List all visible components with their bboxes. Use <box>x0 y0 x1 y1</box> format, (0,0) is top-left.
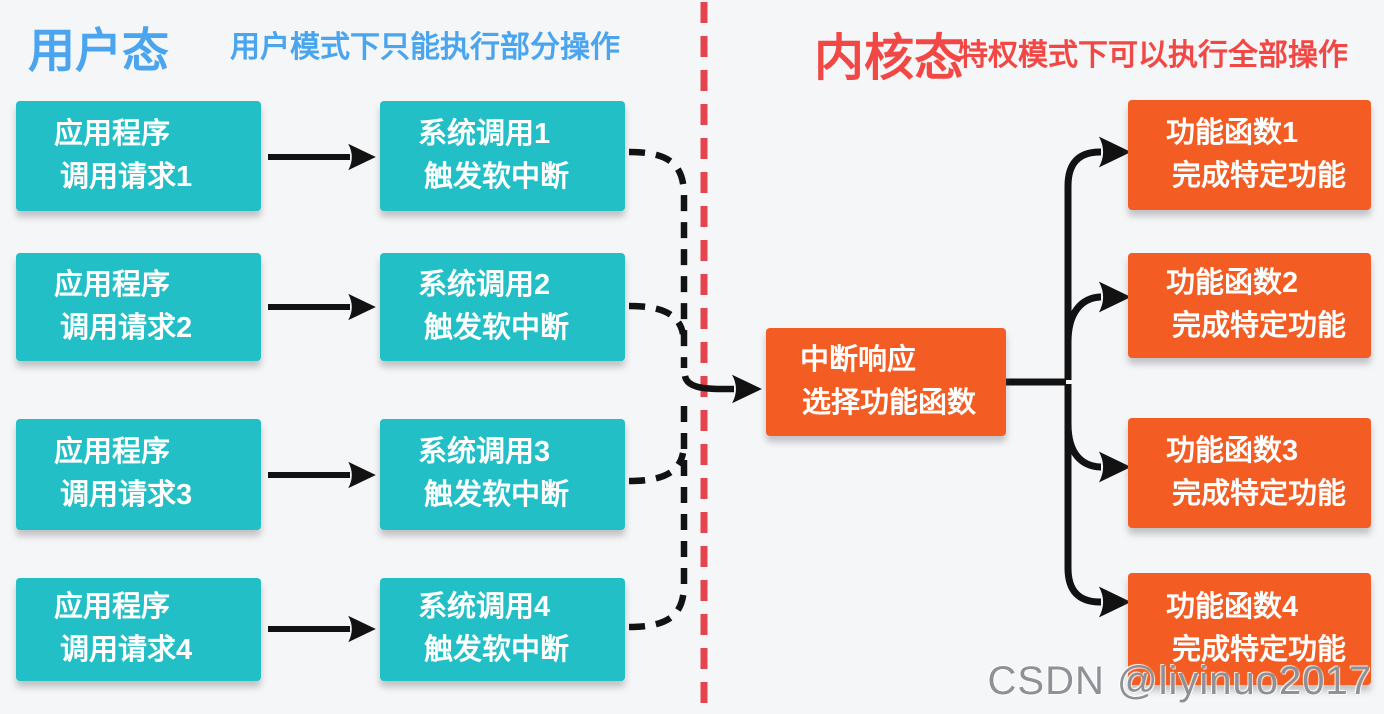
syscall-box-3-line1: 系统调用3 <box>418 436 551 469</box>
user-mode-title: 用户态 <box>28 24 169 77</box>
app-box-3-line1: 应用程序 <box>54 436 171 469</box>
interrupt-response-box: 中断响应 选择功能函数 <box>766 328 1006 436</box>
syscall-box-2-line2: 触发软中断 <box>424 311 570 344</box>
user-mode-subtitle: 用户模式下只能执行部分操作 <box>230 31 620 64</box>
function-box-3-line1: 功能函数3 <box>1166 434 1299 467</box>
function-box-1-line1: 功能函数1 <box>1166 116 1299 149</box>
kernel-mode-subtitle: 特权模式下可以执行全部操作 <box>958 39 1348 72</box>
function-box-3: 功能函数3 完成特定功能 <box>1128 418 1371 528</box>
function-box-4: 功能函数4 完成特定功能 <box>1128 573 1371 685</box>
syscall-box-4: 系统调用4 触发软中断 <box>380 578 625 681</box>
app-box-2: 应用程序 调用请求2 <box>16 253 261 361</box>
app-to-syscall-arrows <box>268 143 376 643</box>
function-box-4-line1: 功能函数4 <box>1166 590 1299 623</box>
app-box-4-line1: 应用程序 <box>54 591 171 624</box>
syscall-box-4-line2: 触发软中断 <box>424 634 570 666</box>
converge-to-interrupt-arrow <box>681 374 762 404</box>
app-box-1-line2: 调用请求1 <box>60 160 193 193</box>
syscall-box-1-line1: 系统调用1 <box>418 117 551 150</box>
syscall-box-2: 系统调用2 触发软中断 <box>380 253 625 361</box>
app-box-1: 应用程序 调用请求1 <box>16 101 261 211</box>
function-box-4-line2: 完成特定功能 <box>1172 633 1347 666</box>
syscall-box-1-line2: 触发软中断 <box>424 160 570 193</box>
interrupt-branch-arrows <box>1006 136 1132 618</box>
app-box-1-line1: 应用程序 <box>54 117 171 150</box>
app-box-4-line2: 调用请求4 <box>60 634 193 666</box>
syscall-box-4-line1: 系统调用4 <box>418 591 551 624</box>
syscall-box-1: 系统调用1 触发软中断 <box>380 101 625 211</box>
syscall-box-3: 系统调用3 触发软中断 <box>380 419 625 530</box>
function-box-1-line2: 完成特定功能 <box>1172 159 1347 192</box>
function-box-1: 功能函数1 完成特定功能 <box>1128 100 1371 210</box>
interrupt-response-line2: 选择功能函数 <box>802 386 977 419</box>
kernel-mode-title: 内核态 <box>814 30 964 86</box>
app-box-4: 应用程序 调用请求4 <box>16 578 261 681</box>
syscall-box-3-line2: 触发软中断 <box>424 479 570 511</box>
app-box-2-line1: 应用程序 <box>54 268 171 301</box>
app-box-2-line2: 调用请求2 <box>60 311 193 344</box>
syscall-converge-dashed-lines <box>628 148 688 631</box>
function-box-3-line2: 完成特定功能 <box>1172 477 1347 510</box>
watermark: CSDN @liyinuo2017 <box>987 659 1372 703</box>
function-box-2-line1: 功能函数2 <box>1166 267 1299 300</box>
interrupt-response-line1: 中断响应 <box>800 343 917 376</box>
function-box-2: 功能函数2 完成特定功能 <box>1128 253 1371 358</box>
syscall-box-2-line1: 系统调用2 <box>418 268 551 301</box>
app-box-3-line2: 调用请求3 <box>60 479 193 511</box>
app-box-3: 应用程序 调用请求3 <box>16 419 261 530</box>
function-box-2-line2: 完成特定功能 <box>1172 310 1347 342</box>
